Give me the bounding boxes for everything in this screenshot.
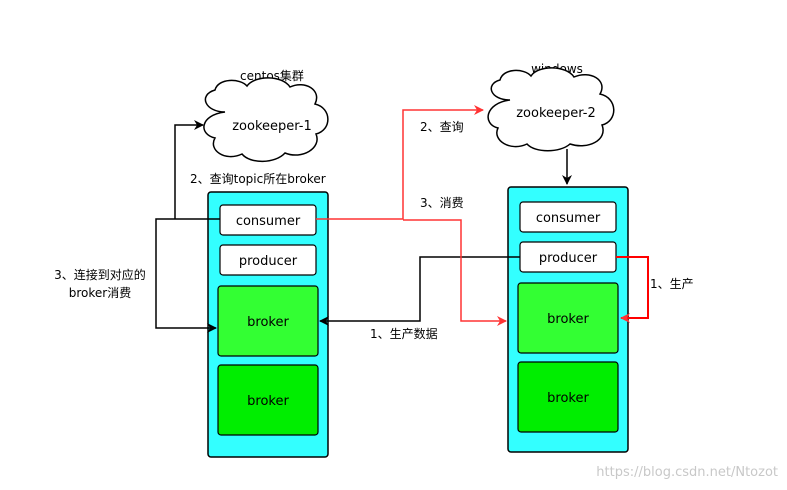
right-broker-2-label: broker bbox=[547, 391, 589, 406]
right-consumer-box: consumer bbox=[519, 201, 617, 233]
left-broker-2: broker bbox=[217, 364, 319, 436]
left-producer-label: producer bbox=[239, 254, 298, 269]
watermark: https://blog.csdn.net/Ntozot bbox=[596, 465, 778, 480]
produce-arrow bbox=[616, 256, 649, 323]
right-broker-2: broker bbox=[517, 361, 619, 433]
query-topic-broker-label: 2、查询topic所在broker bbox=[190, 172, 326, 186]
consumer-to-broker-arrow bbox=[155, 218, 220, 333]
consumer-to-zookeeper1-arrow bbox=[174, 120, 204, 219]
connect-label-line1: 3、连接到对应的 bbox=[54, 267, 146, 282]
connect-label-line2: broker消费 bbox=[69, 286, 131, 300]
zookeeper-1-cloud: zookeeper-1 bbox=[203, 77, 329, 163]
left-broker-1-label: broker bbox=[247, 315, 289, 330]
right-producer-box: producer bbox=[519, 241, 617, 273]
zookeeper-2-label: zookeeper-2 bbox=[516, 106, 596, 121]
consume-arrow bbox=[403, 219, 507, 326]
zookeeper-2-cloud: zookeeper-2 bbox=[487, 67, 615, 152]
right-broker-1-label: broker bbox=[547, 312, 589, 327]
query-arrow bbox=[316, 105, 484, 220]
produce-label: 1、生产 bbox=[650, 277, 694, 291]
left-consumer-label: consumer bbox=[236, 214, 301, 229]
left-producer-box: producer bbox=[219, 244, 317, 276]
left-consumer-box: consumer bbox=[219, 204, 317, 236]
produce-data-label: 1、生产数据 bbox=[370, 326, 438, 341]
left-broker-1: broker bbox=[217, 285, 319, 357]
zookeeper-1-label: zookeeper-1 bbox=[232, 119, 312, 134]
right-consumer-label: consumer bbox=[536, 211, 601, 226]
right-broker-1: broker bbox=[517, 282, 619, 354]
right-producer-label: producer bbox=[539, 251, 598, 266]
consume-label: 3、消费 bbox=[420, 196, 464, 210]
left-broker-2-label: broker bbox=[247, 394, 289, 409]
query-label: 2、查询 bbox=[420, 120, 464, 134]
produce-data-arrow bbox=[319, 256, 520, 326]
